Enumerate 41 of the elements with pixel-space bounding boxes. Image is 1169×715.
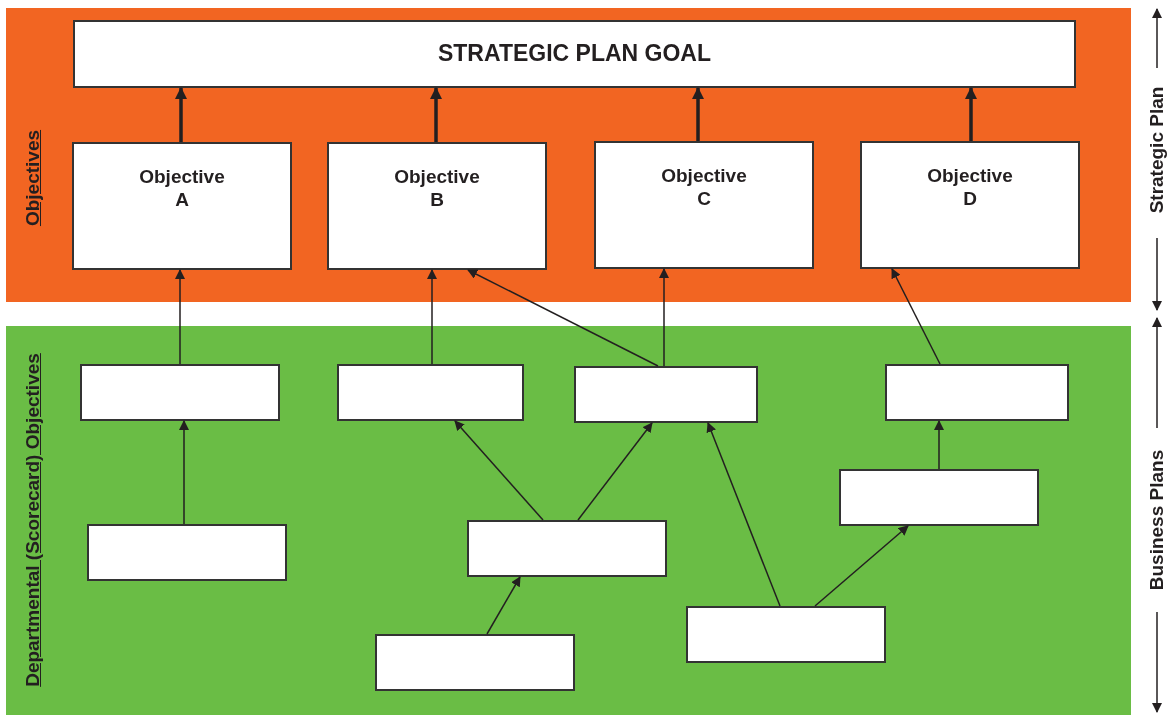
arrow bbox=[179, 420, 189, 525]
empty-box bbox=[839, 469, 1039, 526]
objective-title: Objective A bbox=[138, 166, 226, 212]
objective-box bbox=[72, 142, 292, 270]
objective-box bbox=[327, 142, 547, 270]
objective-title: Objective C bbox=[660, 165, 748, 211]
arrow bbox=[814, 525, 909, 607]
empty-box bbox=[686, 606, 886, 663]
goal-title: STRATEGIC PLAN GOAL bbox=[438, 40, 711, 68]
side-label: Business Plans bbox=[1146, 449, 1168, 591]
objective-title: Objective D bbox=[926, 165, 1014, 211]
band-heading: Departmental (Scorecard) Objectives bbox=[22, 353, 44, 687]
empty-box bbox=[337, 364, 524, 421]
arrow bbox=[965, 87, 977, 141]
arrow bbox=[175, 269, 185, 365]
objective-title: Objective B bbox=[393, 166, 481, 212]
empty-box bbox=[87, 524, 287, 581]
arrow bbox=[706, 422, 781, 607]
objective-box bbox=[594, 141, 814, 269]
empty-box bbox=[574, 366, 758, 423]
empty-box bbox=[467, 520, 667, 577]
arrow bbox=[934, 420, 944, 470]
arrow bbox=[454, 420, 544, 521]
arrow bbox=[692, 87, 704, 141]
arrow bbox=[577, 422, 653, 521]
arrow bbox=[175, 87, 187, 142]
band-panel bbox=[6, 326, 1131, 715]
band-panel bbox=[6, 8, 1131, 302]
band-heading: Objectives bbox=[22, 129, 44, 227]
arrow bbox=[659, 268, 669, 367]
empty-box bbox=[885, 364, 1069, 421]
goal-box bbox=[73, 20, 1076, 88]
objective-box bbox=[860, 141, 1080, 269]
side-label: Strategic Plan bbox=[1146, 86, 1168, 214]
arrow bbox=[891, 268, 941, 365]
empty-box bbox=[375, 634, 575, 691]
arrow bbox=[467, 269, 659, 367]
arrow bbox=[430, 87, 442, 142]
arrow bbox=[427, 269, 437, 365]
empty-box bbox=[80, 364, 280, 421]
arrow bbox=[486, 576, 521, 635]
